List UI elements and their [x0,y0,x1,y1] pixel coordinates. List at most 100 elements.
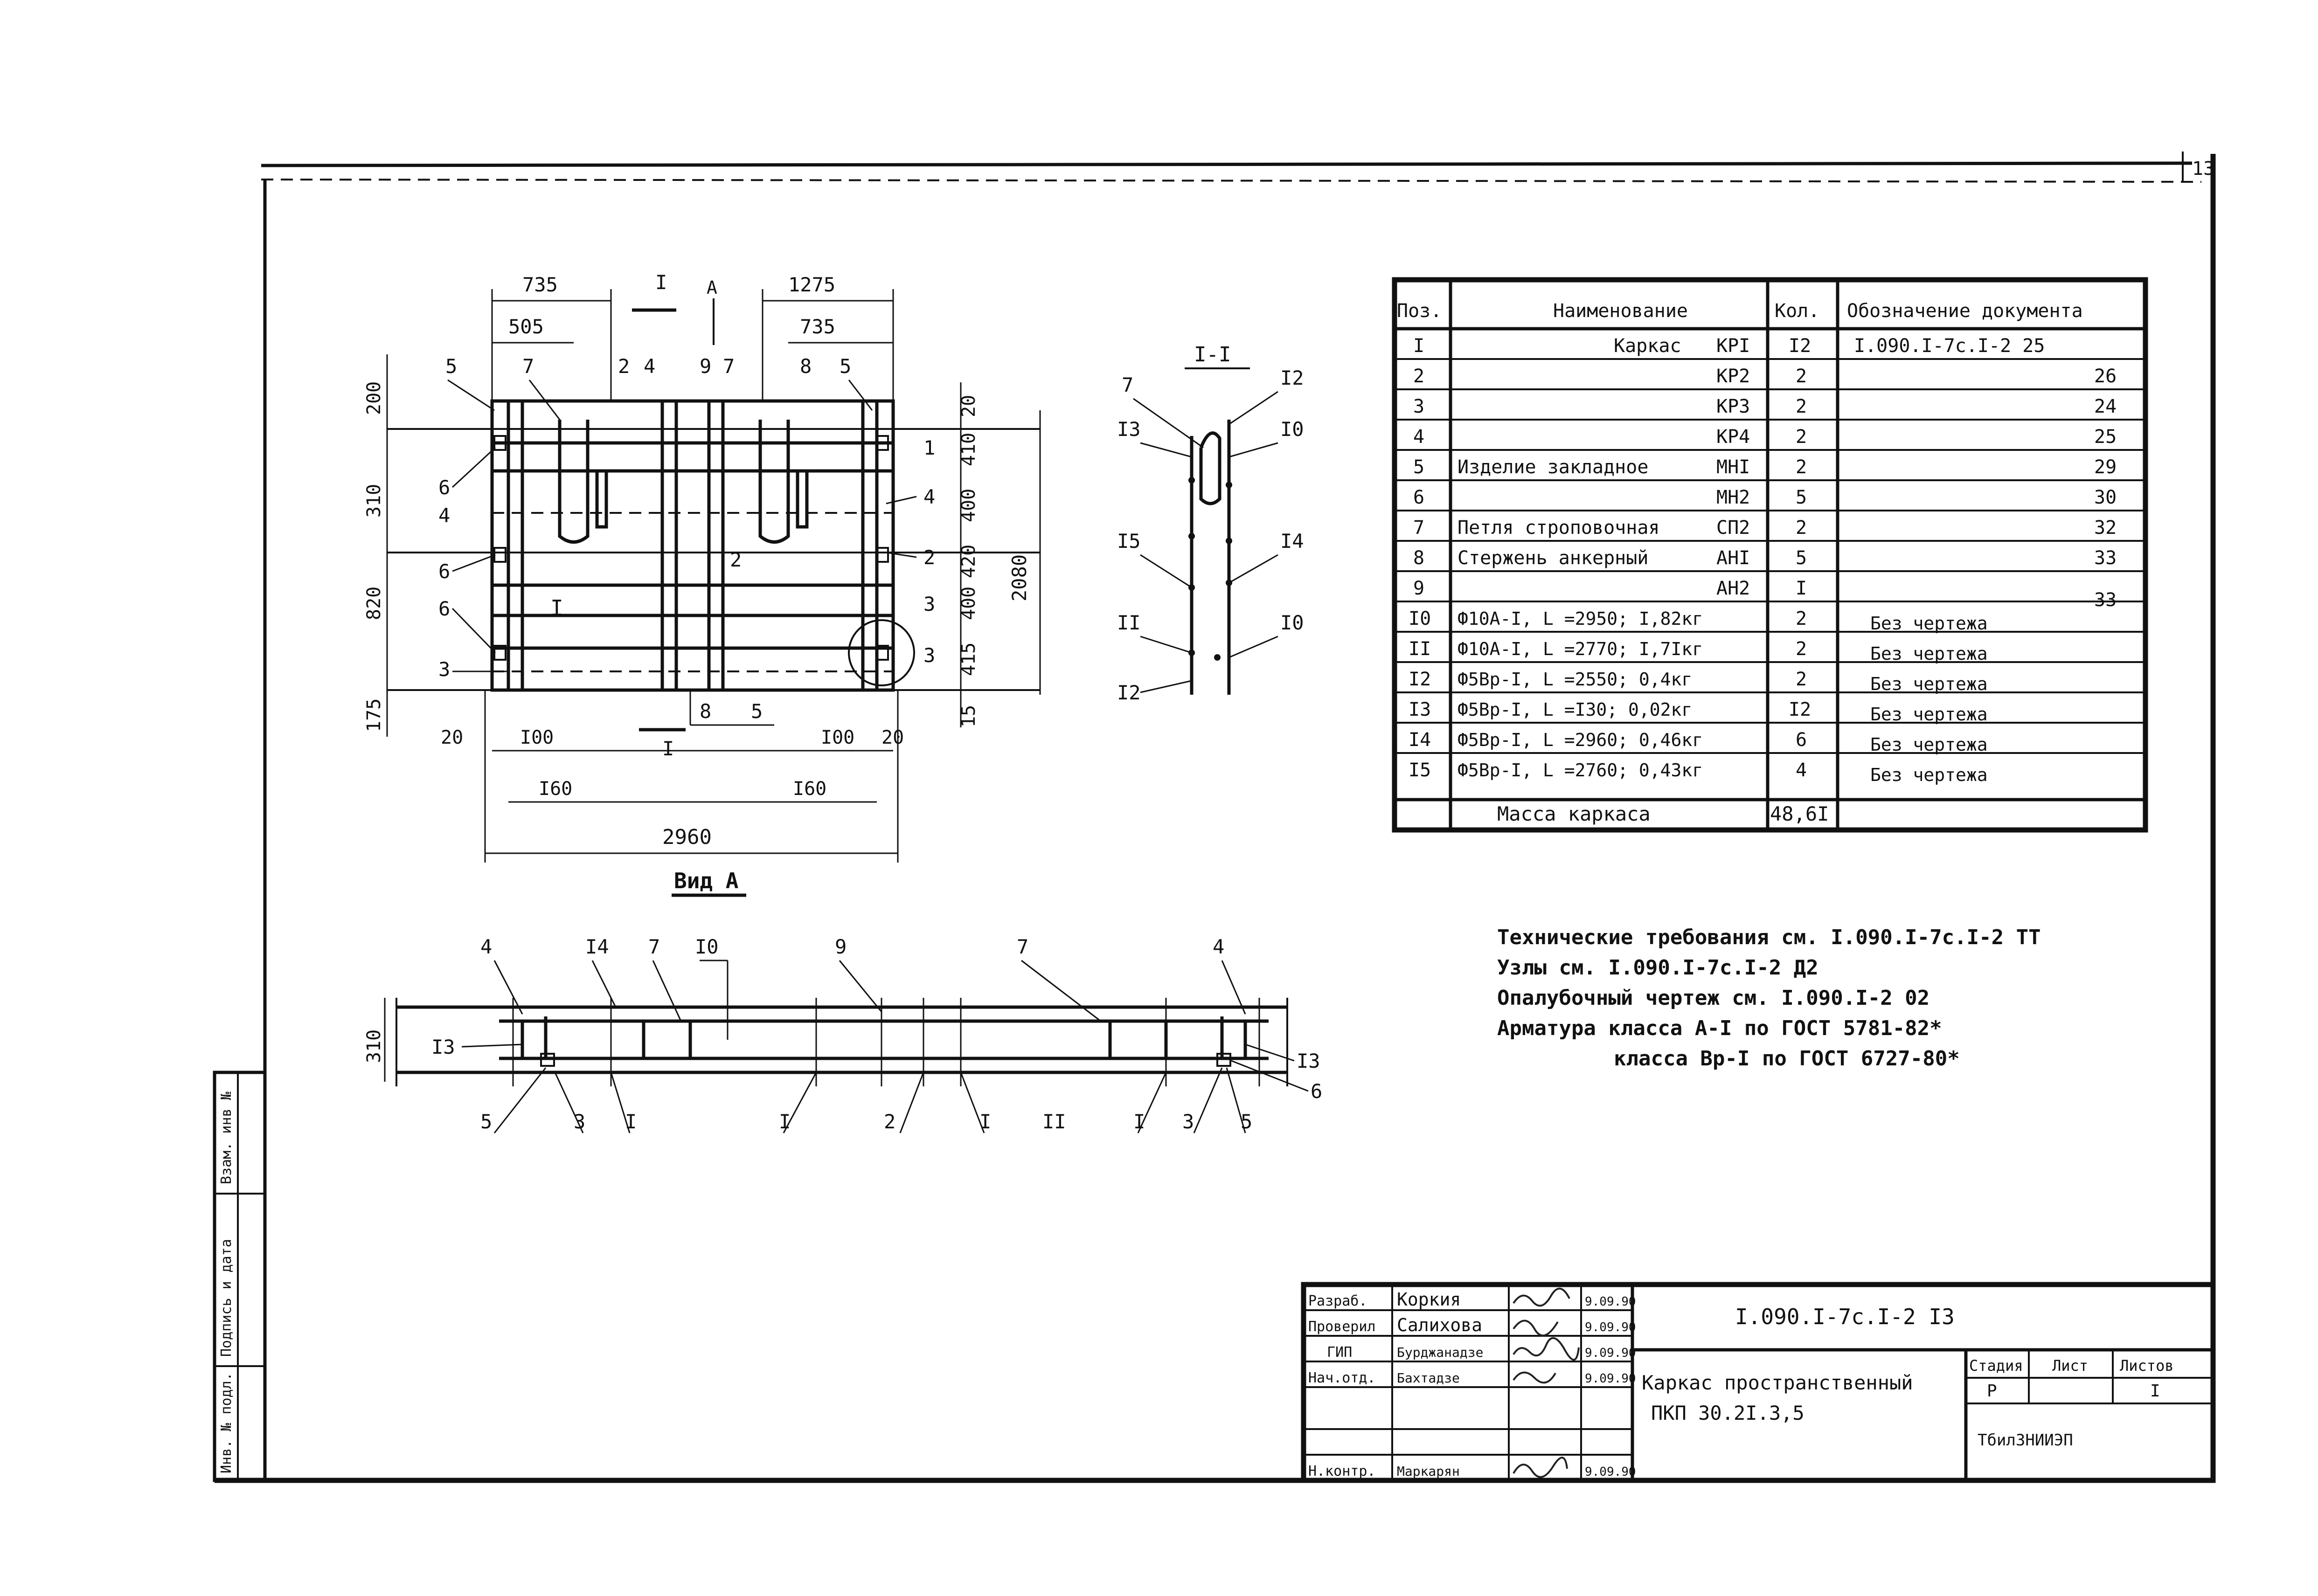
plan-bottom-callout-4: I [779,1110,791,1133]
spec-row-pos: I0 [1409,608,1431,629]
sec-callout-i0-top: I0 [1280,418,1304,441]
side-stamp: Инв. № подл. Подпись и дата Взам. инв № [213,1071,267,1482]
spec-row-pos: 4 [1413,426,1424,448]
spec-header-name: Наименование [1553,300,1688,322]
sec-callout-i4: I4 [1280,530,1304,553]
spec-row-name: Ф10А-I, L =2770; I,7Iкг [1457,639,1703,659]
stamp-inv-podl: Инв. № подл. [218,1372,235,1473]
dim-bottom-6: I60 [793,778,826,800]
callout-right-1: 1 [923,436,935,459]
spec-row-pos: II [1409,638,1431,660]
spec-table: Поз. Наименование Кол. Обозначение докум… [1392,277,2148,833]
spec-row-doc: 26 [2094,366,2117,387]
callout-top-6: 7 [723,355,735,378]
spec-row-doc: Без чертежа [1870,704,1988,725]
tb-name-2: Салихова [1397,1315,1482,1335]
spec-row-pos: 9 [1413,578,1424,599]
spec-row-qty: 4 [1796,760,1807,781]
spec-row-doc: Без чертежа [1870,674,1988,694]
dim-right-7: 15 [958,705,979,727]
tb-role-4: Нач.отд. [1308,1370,1376,1386]
dim-bottom-3: I60 [539,778,572,800]
spec-row-mark: МНI [1716,456,1750,478]
plan-bottom-callout-6: I [979,1110,991,1133]
sec-callout-i0-bottom: I0 [1280,611,1304,634]
tb-sheet-header: Лист [2052,1357,2088,1375]
dim-bottom-overall: 2960 [662,825,712,849]
tb-role-1: Разраб. [1308,1293,1367,1309]
spec-row-name: Каркас [1614,335,1681,357]
spec-row-qty: I [1796,578,1807,599]
signature-1 [1513,1287,1570,1307]
spec-row-pos: 8 [1413,547,1424,569]
spec-row-pos: 5 [1413,456,1424,478]
spec-row-name: Ф5Вр-I, L =2760; 0,43кг [1457,760,1703,781]
view-label: Вид А [674,868,738,893]
tb-date-4: 9.09.90 [1585,1372,1636,1386]
callout-right-3: 2 [923,546,935,569]
spec-row-mark: КР2 [1716,366,1750,387]
plan-top-callout-7: 4 [1213,935,1224,958]
spec-row-qty: 5 [1796,547,1807,569]
dim-left-1: 200 [363,381,385,415]
tb-code: I.090.I-7с.I-2 I3 [1735,1304,1955,1329]
callout-top-7: 8 [800,355,812,378]
spec-row-pos: I3 [1409,699,1431,720]
dim-right-4: 420 [958,545,979,578]
callout-top-2: 7 [522,355,534,378]
plan-top-callout-1: 4 [480,935,492,958]
tb-name-1: Коркия [1397,1289,1461,1310]
spec-row-doc: 33 [2094,547,2117,569]
plan-top-callout-6: 7 [1017,935,1028,958]
spec-row-pos: I4 [1409,729,1431,751]
callout-right-5: 3 [923,644,935,667]
sec-callout-i2-top: I2 [1280,366,1304,389]
spec-mass-label: Масса каркаса [1497,802,1651,825]
section-view: I-I 7 I2 I3 I0 I5 I4 II I0 I2 [1117,343,1304,704]
spec-row-pos: 6 [1413,487,1424,508]
spec-row-name: Ф5Вр-I, L =2550; 0,4кг [1457,669,1692,690]
notes: Технические требования см. I.090.I-7с.I-… [1497,926,2041,1071]
dim-right-6: 415 [958,643,979,676]
tb-stage-header: Стадия [1969,1357,2023,1375]
sec-callout-7: 7 [1122,373,1133,396]
callout-left-1: 6 [438,476,450,499]
section-mark-top: I [655,271,667,294]
section-bar-dot [1214,654,1221,661]
plan-side-callout-1: I3 [431,1036,455,1058]
spec-row-mark: МН2 [1716,487,1750,508]
callout-bottom-5: 5 [751,700,763,723]
dim-bottom-5: 20 [881,727,904,748]
spec-row-doc: 33 [2094,589,2117,611]
spec-mass-value: 48,6I [1770,802,1829,825]
callout-top-4: 4 [644,355,655,378]
spec-row-doc: 30 [2094,487,2117,508]
view-mark-a: А [707,277,717,298]
stamp-sign-date: Подпись и дата [218,1239,235,1357]
callout-top-5: 9 [700,355,711,378]
dim-bottom-2: I00 [520,727,554,748]
stamp-vzam-inv: Взам. инв № [218,1092,235,1184]
note-line-5: класса Вр-I по ГОСТ 6727-80* [1614,1047,1960,1071]
note-line-1: Технические требования см. I.090.I-7с.I-… [1497,926,2041,949]
tb-date-2: 9.09.90 [1585,1320,1636,1334]
spec-row-doc: I.090.I-7с.I-2 25 [1854,335,2045,357]
spec-row-doc: Без чертежа [1870,734,1988,755]
spec-row-name: Ф5Вр-I, L =2960; 0,46кг [1457,730,1703,750]
dim-right-2: 410 [958,433,979,466]
callout-left-2: 4 [438,504,450,527]
signature-6 [1513,1457,1568,1478]
spec-row-pos: I [1413,335,1424,357]
dim-right-overall: 2080 [1008,554,1031,601]
center-label-2: 2 [730,548,742,571]
spec-row-qty: I2 [1789,699,1811,720]
tb-sheets-header: Листов [2120,1357,2174,1375]
section-bar-dot [1226,482,1232,488]
spec-row-doc: 29 [2094,456,2117,478]
plan-top-callout-3: 7 [648,935,660,958]
spec-row-pos: 3 [1413,396,1424,417]
spec-row-doc: Без чертежа [1870,765,1988,785]
spec-row-pos: 2 [1413,366,1424,387]
tb-name-6: Маркарян [1397,1464,1460,1479]
